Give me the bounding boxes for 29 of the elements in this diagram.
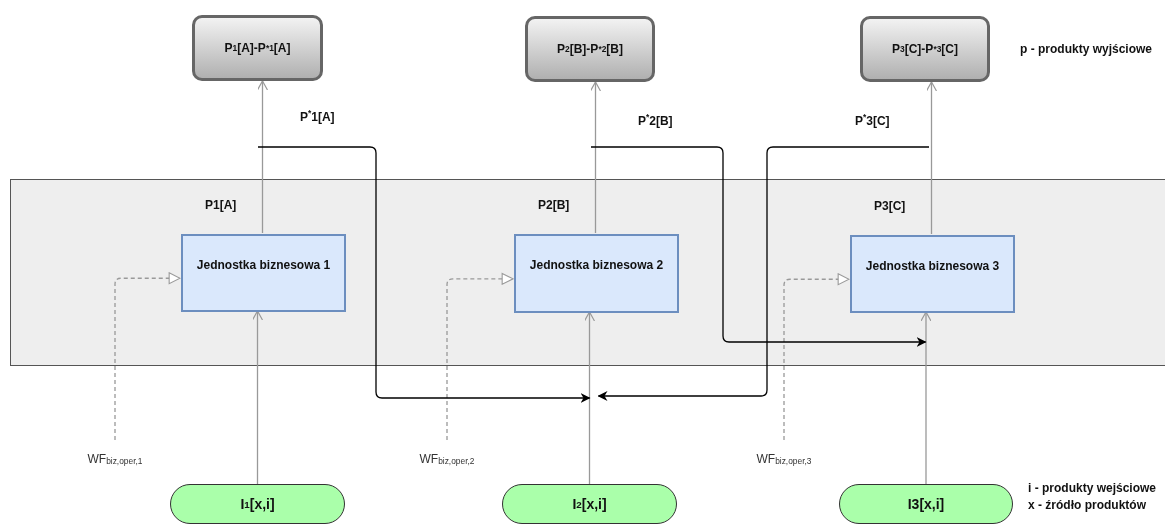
arrow: [257, 146, 591, 403]
arrow: [251, 310, 264, 485]
dashed-arrow: [446, 272, 514, 441]
dashed-arrow: [114, 272, 181, 441]
business-unit-box: Jednostka biznesowa 1: [181, 234, 346, 312]
arrow: [256, 80, 269, 234]
business-unit-box: Jednostka biznesowa 2: [514, 234, 679, 313]
edge-label: P2[B]: [538, 198, 570, 212]
edge-label: P1[A]: [205, 198, 237, 212]
business-unit-box: Jednostka biznesowa 3: [850, 235, 1015, 313]
dashed-arrow: [783, 273, 850, 441]
edge-label: P$^{*}$1[A]: [300, 108, 335, 124]
legend-note: p - produkty wyjściowe: [1020, 42, 1153, 56]
flow-label: WF$_{biz,oper,3}$: [741, 440, 827, 466]
arrow: [590, 146, 927, 347]
edge-label: P$^{*}$2[B]: [638, 112, 673, 128]
arrow: [583, 311, 596, 485]
edge-label: P3[C]: [874, 199, 906, 213]
arrow: [589, 81, 602, 234]
arrow: [920, 311, 932, 485]
legend-note: x - źródło produktów: [1028, 498, 1146, 512]
flow-label: WF$_{biz,oper,2}$: [404, 440, 490, 466]
input-terminal: I3[x,i]: [839, 484, 1013, 524]
legend-note: i - produkty wejściowe: [1028, 481, 1157, 495]
arrow: [597, 146, 930, 401]
flow-label: WF$_{biz,oper,1}$: [72, 440, 158, 466]
edge-label: P$^{*}$3[C]: [855, 112, 890, 128]
band-background: [10, 179, 1165, 366]
arrow: [925, 81, 938, 235]
